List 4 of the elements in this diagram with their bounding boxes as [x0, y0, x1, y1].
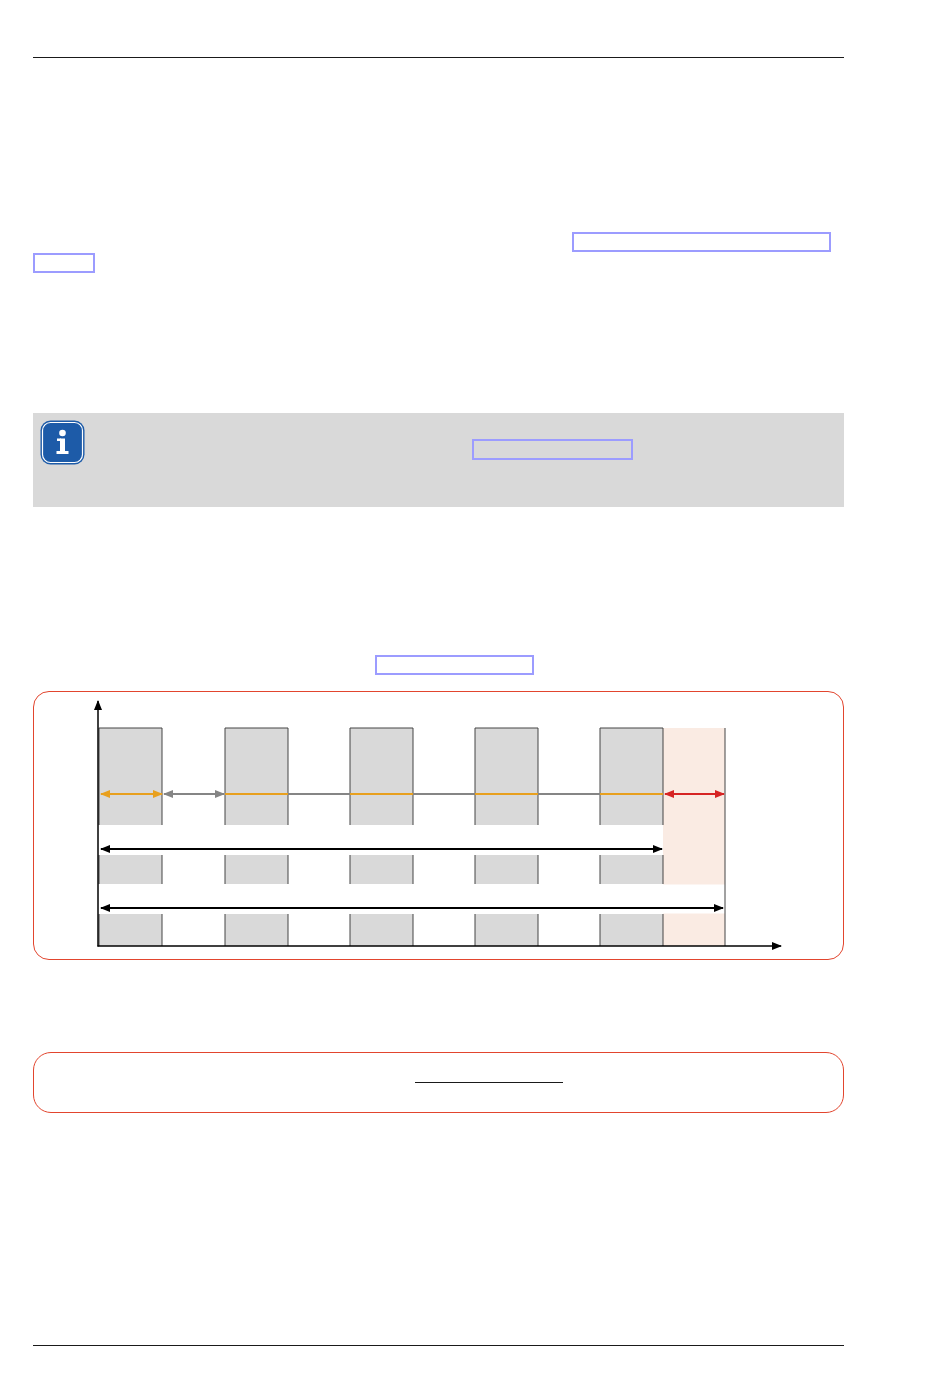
link-outline: [472, 439, 633, 460]
link-outline: [375, 655, 534, 675]
link-outline: [572, 232, 831, 252]
link-outline: [33, 253, 95, 273]
